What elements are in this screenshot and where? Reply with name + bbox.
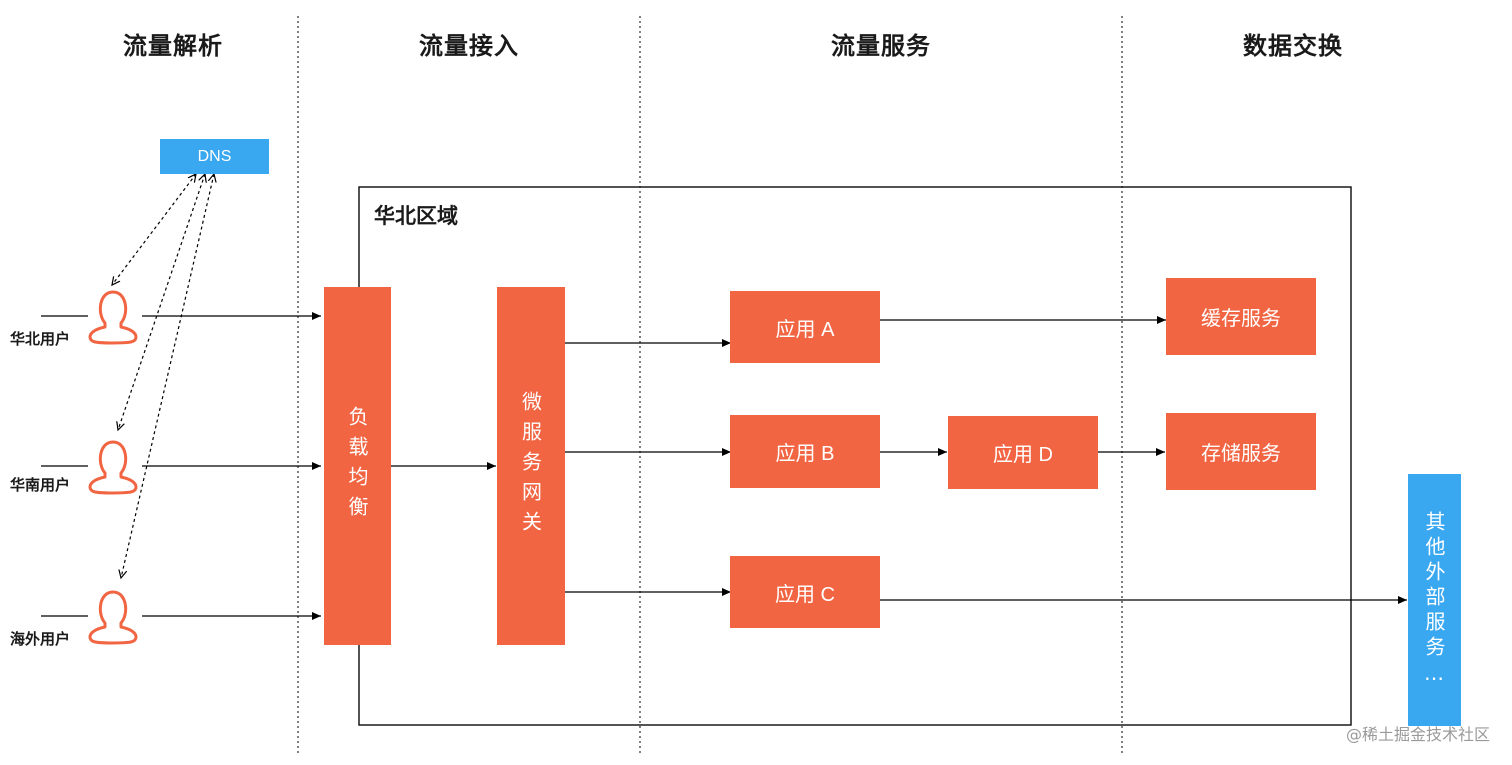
gateway-node: 微服务网关 — [497, 287, 565, 645]
user-label-south: 华南用户 — [10, 476, 71, 494]
column-title-data-exchange: 数据交换 — [1243, 32, 1343, 60]
load-balancer-label: 负载均衡 — [345, 406, 369, 526]
user-icon — [88, 290, 138, 345]
external-services-node: 其他外部服务… — [1408, 474, 1461, 726]
user-label-overseas: 海外用户 — [10, 630, 71, 648]
region-title: 华北区域 — [374, 204, 458, 228]
dns-link-south — [118, 174, 205, 430]
user-icon — [88, 440, 138, 495]
user-label-north: 华北用户 — [10, 330, 71, 348]
dns-link-north — [112, 174, 196, 285]
dns-node: DNS — [160, 139, 269, 174]
column-title-traffic-service: 流量服务 — [831, 32, 931, 60]
app-c-node: 应用 C — [730, 556, 880, 628]
app-b-node: 应用 B — [730, 415, 880, 488]
gateway-label: 微服务网关 — [518, 391, 543, 541]
storage-service-node: 存储服务 — [1166, 413, 1316, 490]
column-title-traffic-access: 流量接入 — [419, 32, 519, 60]
user-icon — [88, 590, 138, 645]
watermark: @稀土掘金技术社区 — [1345, 725, 1490, 744]
dns-link-overseas — [121, 174, 214, 578]
load-balancer-node: 负载均衡 — [324, 287, 391, 645]
app-a-node: 应用 A — [730, 291, 880, 363]
column-title-traffic-resolution: 流量解析 — [123, 32, 223, 60]
cache-service-node: 缓存服务 — [1166, 278, 1316, 355]
external-services-label: 其他外部服务… — [1422, 510, 1446, 690]
app-d-node: 应用 D — [948, 416, 1098, 489]
